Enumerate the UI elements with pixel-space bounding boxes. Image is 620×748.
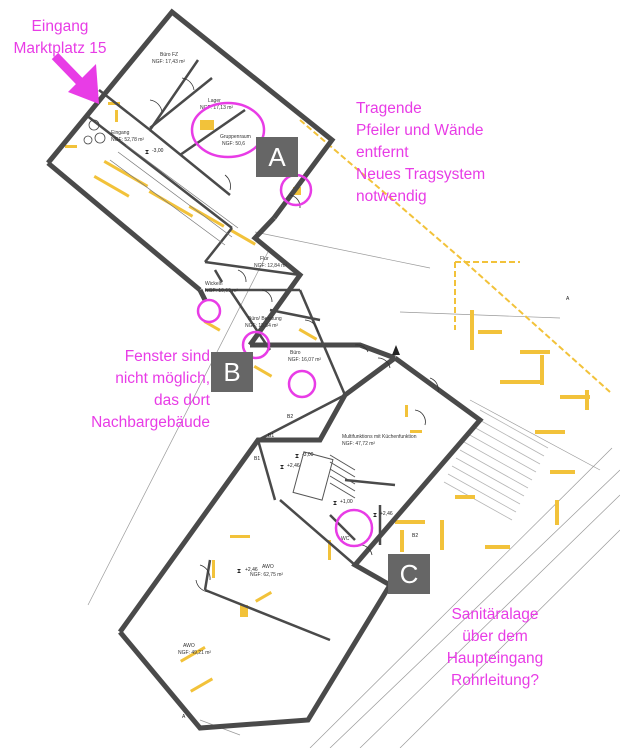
room-wickeln-area: NGF: 10,69 m²	[205, 288, 238, 294]
room-buero-beratung-name: Büro/ Beratung	[248, 316, 282, 322]
annotation-windows-line4: Nachbargebäude	[91, 414, 210, 431]
room-buero-area: NGF: 16,07 m²	[288, 357, 321, 363]
room-multifunktion-area: NGF: 47,72 m²	[342, 441, 375, 447]
annotation-structure-line4: Neues Tragsystem	[356, 166, 486, 183]
level-mark-4: +2,46	[245, 567, 258, 573]
room-flur-name: Flur	[260, 256, 269, 262]
room-flur-area: NGF: 12,84 m²	[254, 263, 287, 269]
annotation-structure-line5: notwendig	[356, 188, 427, 205]
stairwell	[292, 451, 356, 501]
annotation-windows-line1: Fenster sind	[124, 348, 210, 365]
room-eingang-name: Eingang	[111, 130, 130, 136]
annotation-windows-line2: nicht möglich,	[115, 370, 210, 387]
room-wickeln-name: Wickeln	[205, 281, 223, 287]
room-lager-area: NGF: 17,13 m²	[200, 105, 233, 111]
level-symbols	[145, 150, 377, 573]
entrance-fixtures	[83, 119, 106, 145]
section-mark-b1-bottom: B1	[254, 456, 260, 462]
marker-triangle	[392, 345, 400, 355]
room-awo-lower-name: AWO	[183, 643, 195, 649]
annotation-sanitary-line3: Haupteingang	[446, 650, 544, 667]
annotation-structure-line2: Pfeiler und Wände	[356, 122, 484, 139]
level-mark-6: +2,46	[380, 511, 393, 517]
section-mark-b2-top: B2	[287, 414, 293, 420]
annotation-structure-line3: entfernt	[356, 144, 409, 161]
room-eingang-area: NGF: 52,78 m²	[111, 137, 144, 143]
ramp	[109, 144, 239, 246]
annotation-windows: Fenster sind nicht möglich, das dort Nac…	[60, 346, 210, 434]
room-buero-beratung-area: NGF: 15,84 m²	[245, 323, 278, 329]
badge-a: A	[256, 137, 298, 177]
highlight-window-b2	[241, 330, 271, 360]
badge-b: B	[211, 352, 253, 392]
annotation-sanitary-line4: Rohrleitung?	[451, 672, 539, 689]
room-awo-upper-area: NGF: 62,75 m²	[250, 572, 283, 578]
highlight-pillars-a	[190, 101, 266, 159]
room-buero-fz-area: NGF: 17,43 m²	[152, 59, 185, 65]
level-mark-3: -3,00	[302, 452, 314, 458]
badge-c: C	[388, 554, 430, 594]
stair-hatch	[443, 409, 549, 521]
room-gruppenraum-area: NGF: 50,6	[222, 141, 245, 147]
annotation-sanitary-line1: Sanitäralage	[451, 606, 539, 623]
annotation-structure-line1: Tragende	[356, 100, 422, 117]
level-mark-1: -3,00	[152, 148, 164, 154]
section-mark-b1-top: B1	[268, 433, 274, 439]
level-mark-2: +2,46	[287, 463, 300, 469]
highlight-window-b3	[287, 369, 317, 399]
annotation-structure: Tragende Pfeiler und Wände entfernt Neue…	[356, 98, 485, 208]
annotation-entrance: Eingang Marktplatz 15	[5, 16, 115, 60]
section-mark-a-top: A	[566, 296, 570, 302]
furniture-marks-right	[395, 310, 590, 552]
annotation-sanitary: Sanitäralage über dem Haupteingang Rohrl…	[430, 604, 560, 692]
section-marks: A A B1 B1 B2 B2	[182, 296, 570, 720]
section-mark-a-bottom: A	[182, 714, 186, 720]
room-buero-fz-name: Büro FZ	[160, 52, 178, 58]
section-mark-b2-bottom: B2	[412, 533, 418, 539]
level-marks: -3,00 +2,46 -3,00 +2,46 +1,00 +2,46	[152, 148, 393, 573]
level-mark-5: +1,00	[340, 499, 353, 505]
room-labels: Büro FZ NGF: 17,43 m² Lager NGF: 17,13 m…	[111, 52, 417, 656]
annotation-entrance-line1: Eingang	[31, 18, 89, 35]
room-lager-name: Lager	[208, 98, 221, 104]
annotation-entrance-line2: Marktplatz 15	[13, 40, 107, 57]
door-arcs	[149, 77, 439, 593]
room-wc-name: WC	[341, 536, 350, 542]
entrance-arrow	[51, 52, 99, 104]
room-buero-name: Büro	[290, 350, 301, 356]
annotation-sanitary-line2: über dem	[462, 628, 528, 645]
annotation-windows-line3: das dort	[153, 392, 210, 409]
room-awo-upper-name: AWO	[262, 564, 274, 570]
highlight-window-b1	[196, 298, 222, 324]
room-gruppenraum-name: Gruppenraum	[220, 134, 251, 140]
highlight-wc-c	[334, 508, 374, 548]
interior-walls	[85, 59, 396, 642]
room-awo-lower-area: NGF: 49,21 m²	[178, 650, 211, 656]
dimension-lines	[87, 231, 620, 748]
room-multifunktion-name: Multifunktions mit Küchenfunktion	[342, 434, 417, 440]
